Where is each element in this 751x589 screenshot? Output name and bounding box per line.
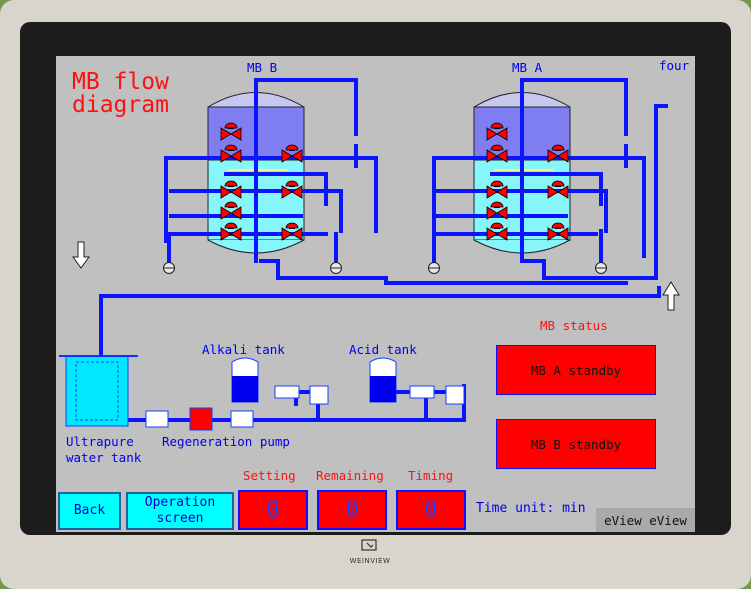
- alkali-tank: [231, 357, 329, 405]
- flow-arrow-up-icon: [662, 281, 680, 311]
- time-unit-label: Time unit: min: [476, 501, 586, 516]
- vessel-mb-b-label: MB B: [247, 60, 278, 75]
- operation-screen-button[interactable]: Operation screen: [126, 492, 234, 530]
- mb-status-label: MB status: [540, 318, 608, 333]
- page-title-line2: diagram: [72, 92, 169, 118]
- weinview-logo: WEINVIEW: [340, 538, 400, 568]
- timing-label: Timing: [408, 468, 454, 483]
- process-diagram: [59, 78, 680, 431]
- remaining-label: Remaining: [316, 468, 384, 483]
- acid-tank: [369, 357, 465, 405]
- ultrapure-tank-label-line1: Ultrapure: [66, 434, 134, 449]
- setting-label: Setting: [243, 468, 296, 483]
- operation-button-label-2: screen: [156, 511, 204, 526]
- page-number: four: [659, 58, 690, 73]
- eview-tag: eView eView: [596, 508, 695, 532]
- back-button[interactable]: Back: [58, 492, 121, 530]
- page-title-line1: MB flow: [72, 69, 169, 95]
- hmi-screen: MB flow diagram four MB B MB A Alkali ta…: [56, 56, 695, 532]
- regeneration-pump-label: Regeneration pump: [162, 434, 290, 449]
- ultrapure-water-tank: [59, 355, 138, 427]
- vessel-mb-a-label: MB A: [512, 60, 543, 75]
- setting-value-display[interactable]: 0: [238, 490, 308, 530]
- ultrapure-tank-label-line2: water tank: [66, 450, 142, 465]
- regen-line-components: [145, 407, 254, 431]
- back-button-label: Back: [73, 503, 106, 518]
- remaining-value-display: 0: [317, 490, 387, 530]
- mb-a-status-indicator: MB A standby: [496, 345, 656, 395]
- mb-b-status-indicator: MB B standby: [496, 419, 656, 469]
- timing-value-display: 0: [396, 490, 466, 530]
- flow-arrow-down-icon: [72, 241, 90, 269]
- operation-button-label-1: Operation: [144, 495, 216, 510]
- weinview-logo-icon: [361, 539, 377, 551]
- alkali-tank-label: Alkali tank: [202, 342, 285, 357]
- brand-name: WEINVIEW: [349, 557, 391, 565]
- acid-tank-label: Acid tank: [349, 342, 417, 357]
